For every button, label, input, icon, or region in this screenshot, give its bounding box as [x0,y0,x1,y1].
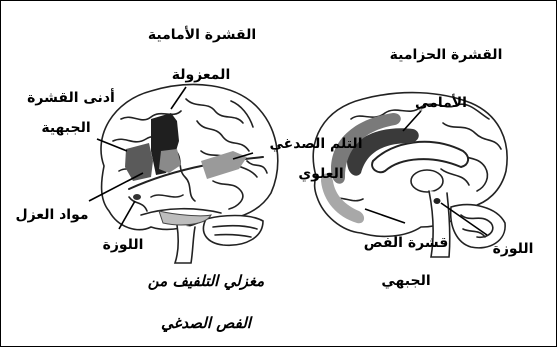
label-frontal-lobe-line1: قشرة الفص [361,233,451,253]
label-cingulate-line1: القشرة الحزامية [381,45,511,65]
amygdala-medial-dot [434,198,441,204]
label-fusiform-line2: الفص الصدغي [146,313,266,333]
label-inferior-frontal-line2: الجبهية [26,118,106,138]
label-fusiform-line1: مغزلي التلفيف من [131,271,281,291]
label-superior-temporal-line2: العلوي [286,164,356,184]
label-amygdala-right: اللوزة [483,239,543,259]
cerebellum-lateral [203,216,263,246]
label-anterior-insula-line1: القشرة الأمامية [137,25,267,45]
label-frontal-lobe-line2: الجبهي [371,271,441,291]
label-anterior-insula-line2: المعزولة [151,65,251,85]
label-inferior-frontal-line1: أدنى القشرة [21,88,121,108]
label-superior-temporal-line1: التلم الصدغي [256,134,376,154]
label-insulation: مواد العزل [7,205,97,225]
label-amygdala-left: اللوزة [93,235,153,255]
label-cingulate-line2: الأمامي [401,93,481,113]
amygdala-lateral-dot [133,194,141,200]
